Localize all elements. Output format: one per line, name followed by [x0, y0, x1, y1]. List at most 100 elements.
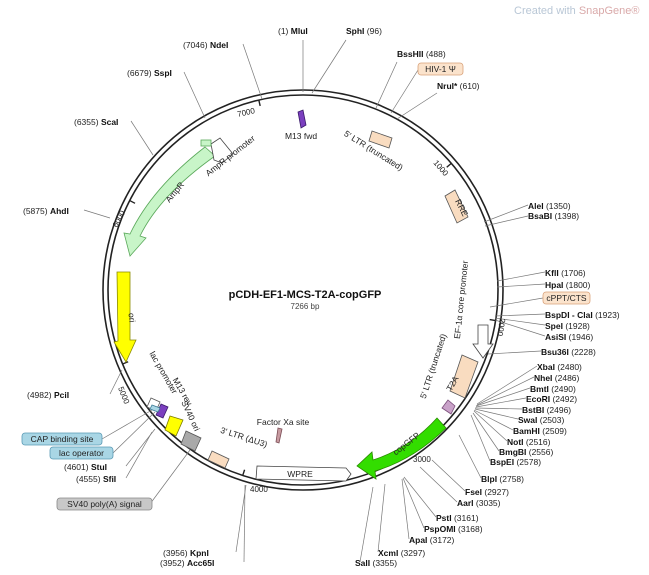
site-spei[interactable]: SpeI (1928): [545, 321, 590, 331]
site-pos-bsshii: (488): [423, 49, 445, 59]
site-asisi[interactable]: AsiSI (1946): [545, 332, 593, 342]
box-sv40-poly-a-signal[interactable]: [56, 497, 153, 511]
site-line-bamhi: [473, 409, 514, 431]
site-kpni[interactable]: (3956) KpnI: [163, 548, 209, 558]
site-bspei[interactable]: BspEI (2578): [490, 457, 541, 467]
site-ecori[interactable]: EcoRI (2492): [526, 394, 577, 404]
site-name-spei: SpeI: [545, 321, 563, 331]
site-psti[interactable]: PstI (3161): [436, 513, 479, 523]
site-pos-alei: (1350): [544, 201, 571, 211]
box-hiv-1[interactable]: [417, 62, 464, 76]
site-hpai[interactable]: HpaI (1800): [545, 280, 591, 290]
feature-factor-xa-site-15[interactable]: [275, 427, 283, 444]
feature-ef-1-core-promoter-2[interactable]: [472, 324, 494, 359]
site-pos-sali: (3355): [370, 558, 397, 568]
feature-5-ltr-truncated-3[interactable]: [449, 354, 479, 399]
feature-ampr-promoter-13[interactable]: [210, 137, 234, 164]
site-line-psti: [403, 476, 437, 518]
site-name-bsu36i: Bsu36I: [541, 347, 569, 357]
site-name-bsabi: BsaBI: [528, 211, 552, 221]
box-cap-binding-site[interactable]: [21, 432, 103, 446]
site-acc65i[interactable]: (3952) Acc65I: [160, 558, 214, 568]
site-pos-bspei: (2578): [514, 457, 541, 467]
box-label-lac-operator: lac operator: [59, 448, 104, 458]
feature-ampr-12[interactable]: [123, 146, 216, 257]
site-name-sali: SalI: [355, 558, 370, 568]
tick-label-1000: 1000: [431, 158, 450, 178]
site-blpi[interactable]: BlpI (2758): [481, 474, 524, 484]
site-xcmi[interactable]: XcmI (3297): [378, 548, 425, 558]
site-fsei[interactable]: FseI (2927): [465, 487, 509, 497]
box-cppt-cts[interactable]: [542, 291, 591, 305]
feature-ori-11[interactable]: [113, 271, 137, 363]
site-line-blpi: [458, 434, 482, 479]
site-nhei[interactable]: NheI (2486): [534, 373, 580, 383]
site-line-bsshii: [375, 61, 398, 109]
site-sspi[interactable]: (6679) SspI: [127, 68, 172, 78]
feature-rre-1[interactable]: [444, 189, 469, 224]
box-line-cap-binding-site: [101, 409, 153, 440]
site-line-swai: [474, 408, 519, 420]
site-apai[interactable]: ApaI (3172): [409, 535, 455, 545]
site-pspomi[interactable]: PspOMI (3168): [424, 524, 483, 534]
site-stui[interactable]: (4601) StuI: [64, 462, 107, 472]
feature-5-ltr-truncated-0[interactable]: [368, 130, 393, 149]
tick-mark-6000: [129, 199, 136, 204]
site-name-hpai: HpaI: [545, 280, 563, 290]
feature-m13-fwd-14[interactable]: [297, 109, 307, 129]
site-pos-kfli: (1706): [559, 268, 586, 278]
site-name-noti: NotI: [507, 437, 524, 447]
site-line-bspei: [470, 414, 491, 462]
site-name-bsshii: BssHII: [397, 49, 423, 59]
site-bsu36i[interactable]: Bsu36I (2228): [541, 347, 596, 357]
site-leader-lines: [83, 39, 546, 563]
site-name-bmgbi: BmgBI: [499, 447, 526, 457]
feature-sv40-polya-block[interactable]: [180, 430, 202, 452]
site-ndei[interactable]: (7046) NdeI: [183, 40, 228, 50]
site-kfli[interactable]: KflI (1706): [545, 268, 586, 278]
site-bstbi[interactable]: BstBI (2496): [522, 405, 571, 415]
site-sphi[interactable]: SphI (96): [346, 26, 382, 36]
site-bamhi[interactable]: BamHI (2509): [513, 426, 567, 436]
site-bsabi[interactable]: BsaBI (1398): [528, 211, 579, 221]
feature-wpre-6[interactable]: [255, 465, 352, 482]
tick-label-4000: 4000: [250, 485, 268, 494]
site-line-hpai: [496, 283, 546, 288]
site-line-bsabi: [484, 215, 529, 227]
site-line-noti: [473, 410, 508, 442]
site-line-kfli: [496, 271, 546, 282]
site-sfii[interactable]: (4555) SfiI: [76, 474, 116, 484]
site-sali[interactable]: SalI (3355): [355, 558, 397, 568]
site-xbai[interactable]: XbaI (2480): [537, 362, 582, 372]
site-noti[interactable]: NotI (2516): [507, 437, 551, 447]
site-bsshii[interactable]: BssHII (488): [397, 49, 446, 59]
site-scai[interactable]: (6355) ScaI: [74, 117, 118, 127]
feature-copgfp-5[interactable]: [356, 417, 447, 480]
site-mlui[interactable]: (1) MluI: [278, 26, 308, 36]
feature-label-ef-1-core-promoter-2: EF-1α core promoter: [452, 260, 470, 339]
site-line-ndei: [242, 43, 263, 100]
site-name-bstbi: BstBI: [522, 405, 544, 415]
site-pos-psti: (3161): [452, 513, 479, 523]
site-line-aari: [419, 466, 458, 503]
site-bspdi-clai[interactable]: BspDI - ClaI (1923): [545, 310, 620, 320]
site-aari[interactable]: AarI (3035): [457, 498, 501, 508]
tick-label-7000: 7000: [236, 106, 256, 119]
site-name-ecori: EcoRI: [526, 394, 550, 404]
feature-sv40-ori-8[interactable]: [164, 415, 184, 437]
feature-3-ltr-u3-7[interactable]: [207, 450, 230, 469]
box-lac-operator[interactable]: [49, 446, 114, 460]
feature-ampr-promoter-tail[interactable]: [200, 139, 212, 147]
site-nrui[interactable]: NruI* (610): [437, 81, 480, 91]
feature-t2a-4[interactable]: [441, 399, 456, 415]
site-alei[interactable]: AleI (1350): [528, 201, 571, 211]
site-bmti[interactable]: BmtI (2490): [530, 384, 576, 394]
site-pcii[interactable]: (4982) PciI: [27, 390, 69, 400]
site-line-bstbi: [474, 407, 523, 410]
site-bmgbi[interactable]: BmgBI (2556): [499, 447, 553, 457]
site-name-bamhi: BamHI: [513, 426, 540, 436]
site-swai[interactable]: SwaI (2503): [518, 415, 564, 425]
feature-cap-binding-block[interactable]: [149, 404, 161, 413]
site-ahdi[interactable]: (5875) AhdI: [23, 206, 69, 216]
